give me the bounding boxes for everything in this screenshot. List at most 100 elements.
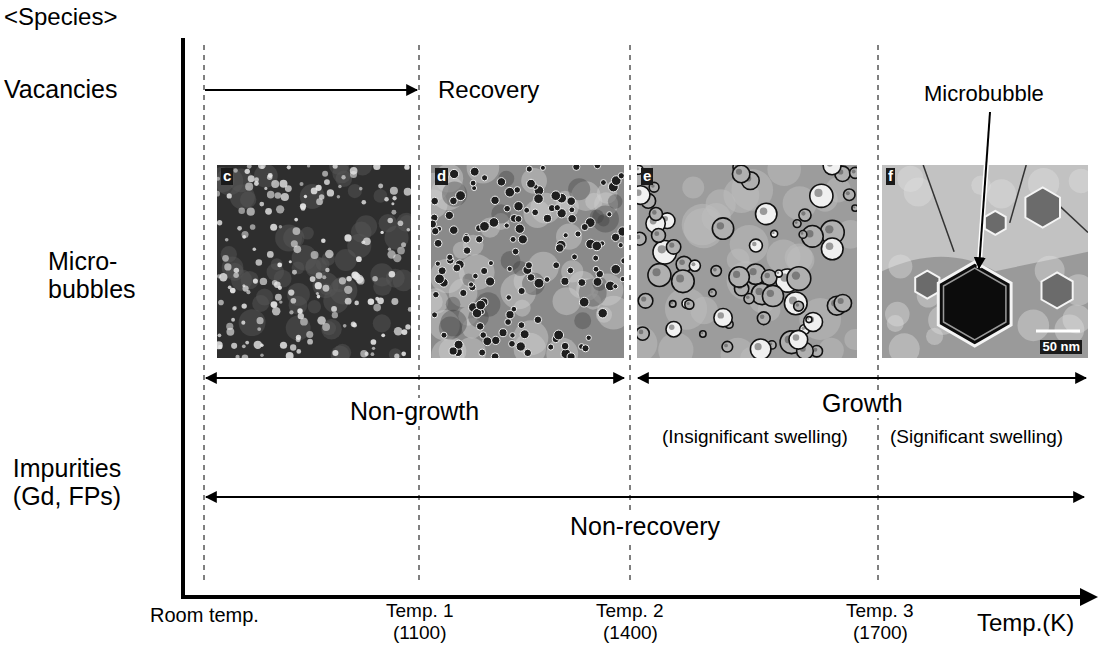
bubble-dot [618,173,624,179]
bubble-dot [540,165,545,170]
bubble-dot [453,264,461,272]
texture-blotch [592,277,606,291]
bubble-dot [470,167,479,176]
bubble-dot [267,191,275,199]
texture-blotch [300,184,325,209]
texture-blotch [706,189,736,219]
bubble-ring [685,300,694,309]
bubble-ring [852,205,857,211]
bubble-dot [543,214,551,222]
texture-blotch [524,200,552,228]
bubble-dot [394,354,399,358]
bubble-dot [296,335,301,340]
bubble-core [710,291,713,294]
texture-blotch [574,312,591,329]
bubble-core [754,343,761,350]
bubble-dot [230,288,236,294]
bubble-dot [307,165,310,168]
bubble-ring [637,327,649,340]
texture-blotch [888,254,912,278]
bubble-ring [799,209,811,221]
texture-blotch [221,246,237,262]
bubble-dot [279,225,283,229]
bubble-dot [316,272,323,279]
bubble-core [846,191,850,195]
range-arrow [638,377,1086,379]
bubble-dot [392,196,396,200]
bubble-dot [389,271,396,278]
texture-blotch [320,283,332,295]
bubble-core [641,296,646,301]
bubble-dot [534,278,544,288]
bubble-dot [231,343,237,349]
bubble-dot [322,171,328,177]
bubble-dot [432,312,438,318]
bubble-dot [449,347,457,355]
bubble-dot [431,197,439,205]
note-label: (Significant swelling) [888,427,1065,448]
bubble-ring [806,317,812,323]
bubble-dot [377,297,384,304]
bubble-dot [593,277,602,286]
bubble-dot [526,166,532,172]
bubble-dot [344,286,352,294]
bubble-dot [317,316,326,325]
bubble-ring [666,240,680,254]
bubble-ring [649,208,662,221]
bubble-dot [525,262,532,269]
bubble-dot [607,212,612,217]
bubble-dot [515,224,524,233]
bubble-dot [620,276,624,281]
bubble-dot [219,273,227,281]
texture-blotch [987,179,1016,208]
bubble-core [801,211,805,215]
bubble-dot [433,291,439,297]
bubble-ring [749,239,762,252]
bubble-dot [401,242,406,247]
bubble-dot [476,323,484,331]
bubble-dot [346,276,351,281]
bubble-dot [481,267,488,274]
bubble-dot [516,342,525,351]
texture-blotch [528,252,559,283]
bubble-core [671,302,673,304]
bubble-dot [311,188,318,195]
temperature-divider [204,45,205,583]
bubble-dot [265,208,272,215]
bubble-core [658,245,666,253]
bubble-dot [268,173,273,178]
texture-blotch [397,213,411,232]
bubble-dot [238,207,245,214]
bubble-dot [394,327,403,336]
bubble-ring [787,267,811,291]
state-label: Growth [820,390,905,418]
bubble-dot [524,349,532,357]
bubble-dot [288,289,294,295]
bubble-dot [514,187,520,193]
bubble-dot [257,327,261,331]
scale-bar [1036,330,1080,333]
bubble-dot [483,337,492,346]
bubble-dot [520,330,529,339]
bubble-dot [361,200,366,205]
texture-blotch [373,314,391,332]
bubble-dot [391,298,398,305]
bubble-dot [391,210,396,215]
texture-blotch [393,270,411,292]
bubble-dot [267,251,274,258]
bubble-dot [289,260,292,263]
bubble-core [853,206,855,208]
bubble-ring [784,292,807,315]
bubble-ring [823,165,841,175]
bubble-core [701,332,703,334]
bubble-dot [233,272,239,278]
bubble-core [765,273,770,278]
bubble-dot [343,324,347,328]
bubble-dot [352,323,357,328]
bubble-dot [390,187,398,195]
texture-blotch [1069,169,1088,194]
bubble-dot [575,231,581,237]
bubble-dot [361,240,365,244]
panel-letter: d [435,168,448,185]
